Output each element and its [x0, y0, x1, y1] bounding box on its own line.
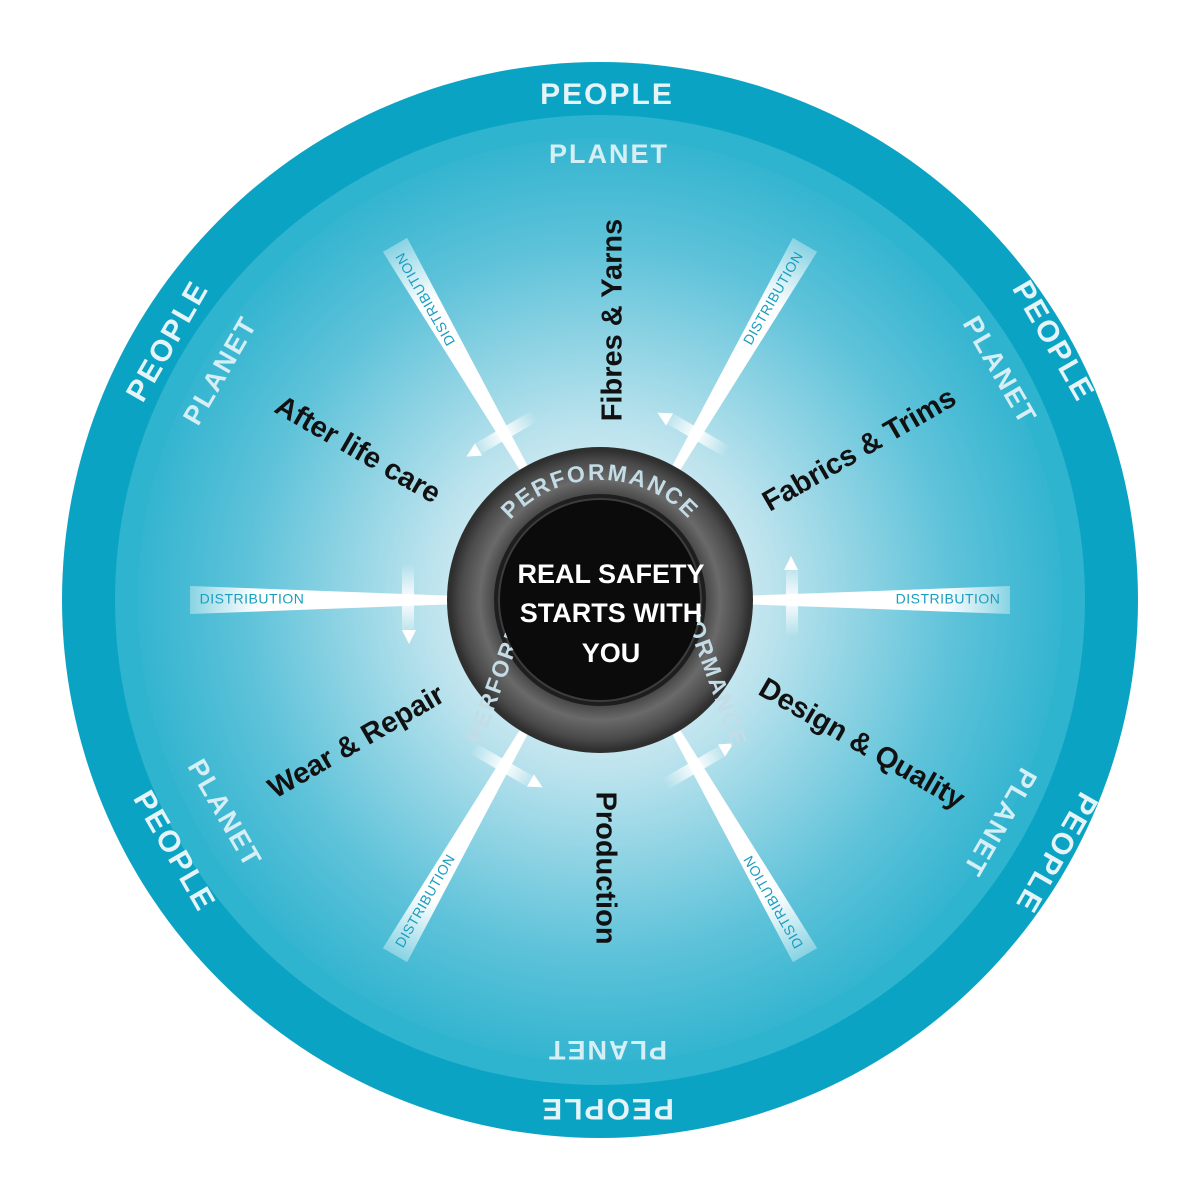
planet-label-bottom: PLANET [547, 1035, 667, 1065]
core-line-3: YOU [582, 638, 641, 668]
distribution-spoke-right: DISTRIBUTION [740, 556, 1010, 636]
stage-production: Production [589, 791, 621, 944]
distribution-spoke-bar [666, 237, 818, 481]
distribution-crossbar [402, 564, 414, 636]
distribution-spoke-bar [382, 719, 534, 963]
distribution-crossbar [661, 743, 731, 790]
stage-fibres-yarns: Fibres & Yarns [597, 219, 629, 422]
core-circle [500, 500, 700, 700]
distribution-spoke-bar [382, 237, 534, 481]
distribution-arrow-icon [526, 774, 543, 788]
planet-label-top: PLANET [549, 139, 669, 169]
distribution-crossbar [661, 410, 731, 457]
distribution-crossbar [469, 410, 539, 457]
distribution-arrow-icon [784, 556, 798, 570]
core-line-2: STARTS WITH [520, 598, 702, 628]
distribution-spoke-bar [740, 586, 1010, 614]
distribution-spoke-bar [190, 586, 460, 614]
tyre-inner-edge [494, 494, 706, 706]
distribution-arrow-icon [717, 743, 734, 757]
distribution-crossbar [469, 743, 539, 790]
distribution-label: DISTRIBUTION [896, 591, 1001, 607]
distribution-arrow-icon [402, 630, 416, 644]
people-label-bottom: PEOPLE [540, 1092, 674, 1125]
distribution-arrow-icon [466, 443, 483, 457]
distribution-spoke-bar [666, 719, 818, 963]
people-label-top: PEOPLE [540, 78, 674, 111]
distribution-crossbar [786, 564, 798, 636]
distribution-label: DISTRIBUTION [200, 591, 305, 607]
distribution-arrow-icon [657, 412, 674, 426]
core-line-1: REAL SAFETY [517, 559, 704, 589]
distribution-spoke-left: DISTRIBUTION [190, 564, 460, 644]
